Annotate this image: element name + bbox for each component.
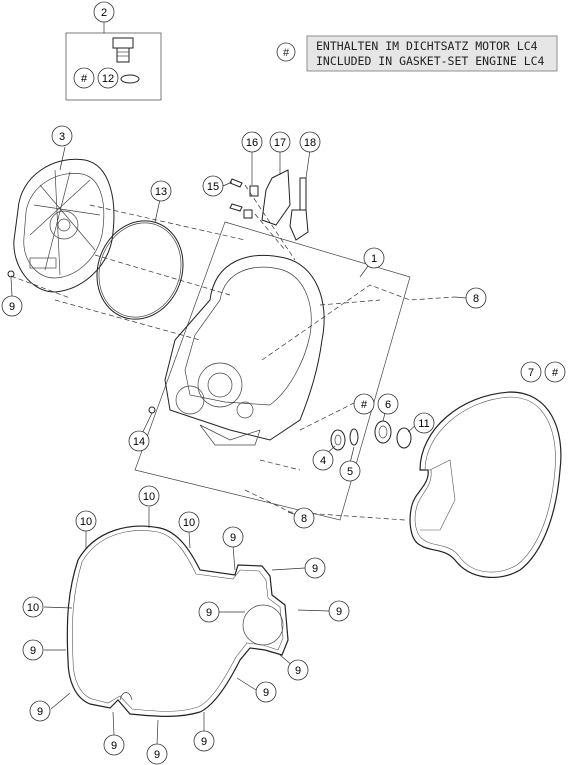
part-10-gasket <box>66 525 289 717</box>
callout-9-b: 9 <box>304 557 326 579</box>
svg-text:12: 12 <box>102 73 114 85</box>
legend-box <box>306 35 558 72</box>
callout-hash-b: # <box>544 361 566 383</box>
callout-9-g: 9 <box>255 681 277 703</box>
oil-filler-plug <box>112 37 140 84</box>
svg-text:16: 16 <box>246 137 258 149</box>
svg-text:2: 2 <box>101 7 107 19</box>
callout-10-top: 10 <box>138 485 160 507</box>
callout-3: 3 <box>51 125 73 147</box>
svg-text:3: 3 <box>59 131 65 143</box>
callout-9-k: 9 <box>193 730 215 752</box>
callout-18: 18 <box>299 131 321 153</box>
callout-8-bottom: 8 <box>293 507 315 529</box>
callout-1: 1 <box>363 247 385 269</box>
svg-text:17: 17 <box>274 137 286 149</box>
svg-text:9: 9 <box>312 563 318 575</box>
callout-12: 12 <box>97 67 119 89</box>
svg-text:10: 10 <box>183 517 195 529</box>
svg-text:10: 10 <box>27 602 39 614</box>
callout-4: 4 <box>312 449 334 471</box>
part-1-clutch-cover <box>134 221 456 521</box>
svg-text:8: 8 <box>473 293 479 305</box>
callout-11: 11 <box>413 412 435 434</box>
callout-14: 14 <box>128 430 150 452</box>
callout-15: 15 <box>202 175 224 197</box>
callout-hash-a: # <box>73 67 95 89</box>
svg-text:1: 1 <box>371 253 377 265</box>
callout-9-a: 9 <box>222 526 244 548</box>
callout-9-d: 9 <box>328 600 350 622</box>
svg-text:18: 18 <box>304 137 316 149</box>
o-ring-12 <box>120 74 140 84</box>
legend-symbol: # <box>283 47 290 59</box>
callout-13: 13 <box>150 180 172 202</box>
sensor-parts <box>229 169 309 261</box>
callout-8-top: 8 <box>465 287 487 309</box>
legend: ENTHALTEN IM DICHTSATZ MOTOR LC4 INCLUDE… <box>276 35 558 72</box>
part-3-clutch-cover-outer <box>7 158 115 293</box>
part-1-frame <box>134 221 411 521</box>
svg-text:9: 9 <box>201 736 207 748</box>
callout-9-e: 9 <box>22 639 44 661</box>
svg-text:9: 9 <box>263 687 269 699</box>
svg-text:7: 7 <box>528 367 534 379</box>
svg-text:#: # <box>361 399 368 411</box>
callout-10-upper-left: 10 <box>75 510 97 532</box>
svg-text:#: # <box>552 367 559 379</box>
callout-2: 2 <box>93 1 115 23</box>
callout-9-i: 9 <box>103 734 125 756</box>
callout-9-f: 9 <box>287 659 309 681</box>
svg-text:9: 9 <box>206 607 212 619</box>
svg-text:9: 9 <box>9 301 15 313</box>
part-13-o-ring <box>96 220 184 320</box>
svg-text:9: 9 <box>30 645 36 657</box>
svg-text:9: 9 <box>230 532 236 544</box>
svg-text:8: 8 <box>301 513 307 525</box>
svg-text:#: # <box>81 73 88 85</box>
callout-9-j: 9 <box>146 743 168 765</box>
callout-16: 16 <box>241 131 263 153</box>
svg-text:9: 9 <box>154 749 160 761</box>
svg-text:9: 9 <box>111 740 117 752</box>
svg-text:10: 10 <box>80 516 92 528</box>
callout-hash-c: # <box>353 393 375 415</box>
callout-5: 5 <box>339 460 361 482</box>
svg-text:9: 9 <box>336 606 342 618</box>
callout-9-h: 9 <box>29 700 51 722</box>
svg-text:9: 9 <box>37 706 43 718</box>
svg-text:4: 4 <box>320 455 326 467</box>
callout-10-left: 10 <box>22 596 44 618</box>
svg-text:6: 6 <box>385 399 391 411</box>
legend-line-de: ENTHALTEN IM DICHTSATZ MOTOR LC4 <box>316 39 538 53</box>
callout-6: 6 <box>377 393 399 415</box>
callout-9-left: 9 <box>1 295 23 317</box>
legend-line-en: INCLUDED IN GASKET-SET ENGINE LC4 <box>316 54 545 68</box>
svg-text:5: 5 <box>347 466 353 478</box>
svg-text:10: 10 <box>143 491 155 503</box>
svg-text:14: 14 <box>133 436 145 448</box>
callout-17: 17 <box>269 131 291 153</box>
seal-parts <box>330 420 412 451</box>
svg-text:13: 13 <box>155 186 167 198</box>
svg-text:9: 9 <box>295 665 301 677</box>
part-2-group <box>65 22 162 101</box>
callout-7: 7 <box>520 361 542 383</box>
callout-9-c: 9 <box>198 601 220 623</box>
svg-text:15: 15 <box>207 181 219 193</box>
svg-text:11: 11 <box>418 418 429 430</box>
callout-10-upper-right: 10 <box>178 511 200 533</box>
legend-symbol-circle <box>276 42 296 62</box>
part-2-box <box>65 32 162 101</box>
part-7-gasket <box>409 391 562 578</box>
